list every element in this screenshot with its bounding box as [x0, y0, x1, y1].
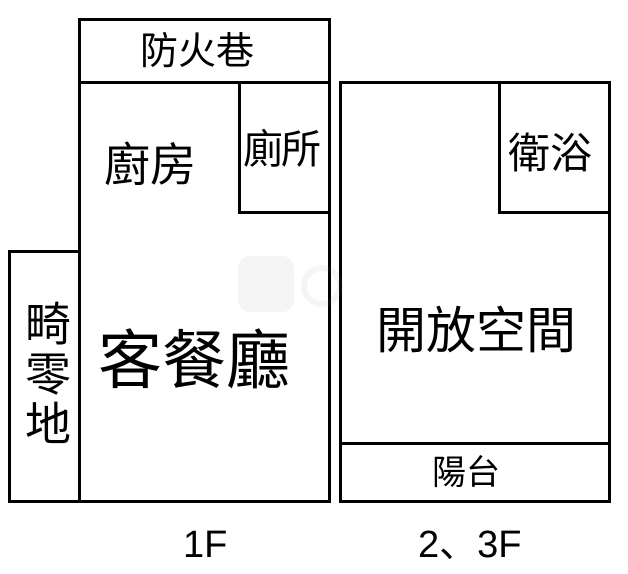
watermark-square [238, 256, 294, 312]
arcade-area-room [8, 250, 81, 503]
toilet-label: 廁所 [243, 127, 321, 173]
toilet-room [238, 81, 331, 214]
bathroom-room [498, 81, 611, 214]
living-dining-label: 客餐廳 [98, 325, 290, 399]
floor-label-2f-3f: 2、3F [418, 524, 522, 566]
floor-label-1f: 1F [183, 524, 228, 566]
open-space-label: 開放空間 [376, 302, 576, 360]
arcade-area-label: 畸零地 [18, 300, 72, 450]
bathroom-label: 衛浴 [508, 129, 593, 178]
balcony-label: 陽台 [432, 453, 500, 493]
kitchen-label: 廚房 [104, 138, 196, 192]
fire-lane-label: 防火巷 [140, 29, 255, 73]
watermark-circle [301, 265, 343, 307]
watermark-logo [238, 256, 343, 312]
balcony-room [339, 442, 611, 503]
